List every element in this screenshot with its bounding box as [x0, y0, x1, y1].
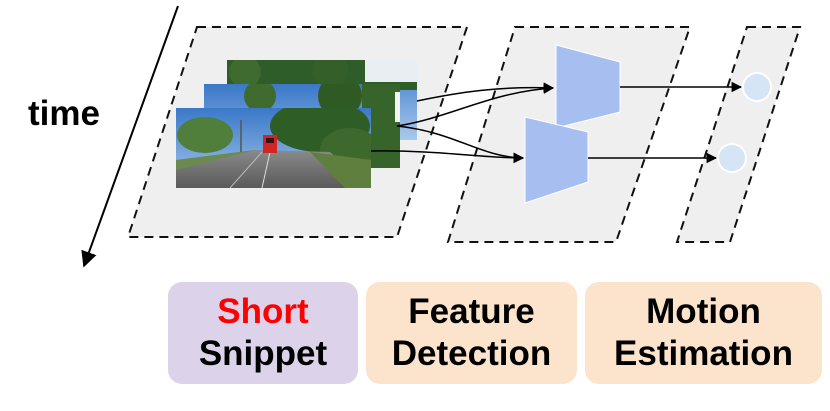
stage-line1: Short — [217, 292, 309, 331]
stage-line1: Motion — [646, 292, 761, 331]
arrow-frame-to-net1b — [396, 83, 555, 127]
output-node-2 — [717, 143, 747, 173]
frame-front — [176, 108, 371, 188]
stage-line2: Estimation — [614, 334, 793, 373]
stage-feature-detection: Feature Detection — [366, 282, 577, 384]
arrow-frame-to-net2b — [370, 150, 525, 164]
stage-line2: Detection — [391, 334, 552, 373]
arrow-frame-to-net1 — [416, 82, 555, 102]
stage-motion-estimation: Motion Estimation — [585, 282, 822, 384]
output-node-1 — [742, 72, 772, 102]
motion-panel — [675, 26, 802, 243]
stage-line2: Snippet — [198, 334, 328, 373]
time-label: time — [28, 94, 100, 133]
time-axis-arrow — [81, 5, 179, 268]
encoder-network-1 — [555, 44, 621, 129]
arrow-frame-to-net2 — [396, 125, 525, 164]
stage-line1: Feature — [408, 292, 535, 331]
stage-short-snippet: Short Snippet — [168, 282, 358, 384]
encoder-network-2 — [524, 116, 589, 204]
